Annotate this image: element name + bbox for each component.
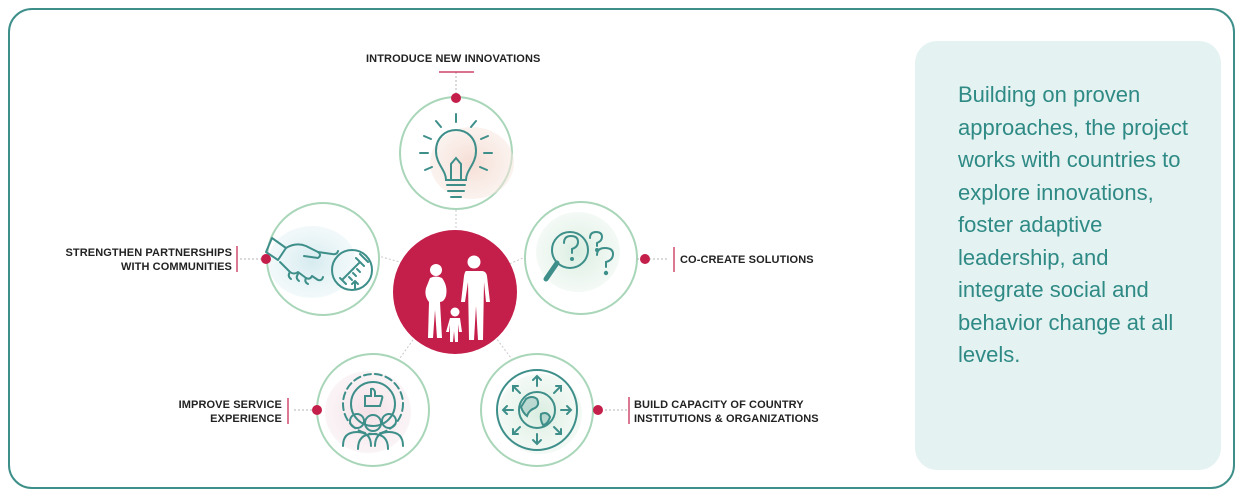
label-capacity: BUILD CAPACITY OF COUNTRY INSTITUTIONS &…	[634, 399, 819, 425]
node-capacity	[480, 353, 630, 467]
label-service: IMPROVE SERVICE EXPERIENCE	[178, 399, 282, 425]
family-icon	[425, 255, 490, 342]
globe-arrows-icon	[496, 369, 578, 451]
label-partnerships: STRENGTHEN PARTNERSHIPS WITH COMMUNITIES	[65, 247, 232, 273]
label-co-create: CO-CREATE SOLUTIONS	[680, 254, 814, 266]
center-family-node	[393, 230, 517, 354]
people-gear-thumbsup-icon	[342, 373, 404, 450]
node-partnerships	[236, 202, 380, 316]
info-text: Building on proven approaches, the proje…	[958, 82, 1188, 367]
lightbulb-icon	[419, 113, 493, 198]
magnifier-question-icon	[543, 230, 615, 282]
node-innovations	[399, 71, 514, 210]
node-service	[287, 353, 430, 467]
node-co-create	[524, 201, 675, 315]
info-callout: Building on proven approaches, the proje…	[915, 41, 1221, 470]
label-innovations: INTRODUCE NEW INNOVATIONS	[366, 53, 541, 65]
handshake-syringe-icon	[265, 237, 373, 291]
